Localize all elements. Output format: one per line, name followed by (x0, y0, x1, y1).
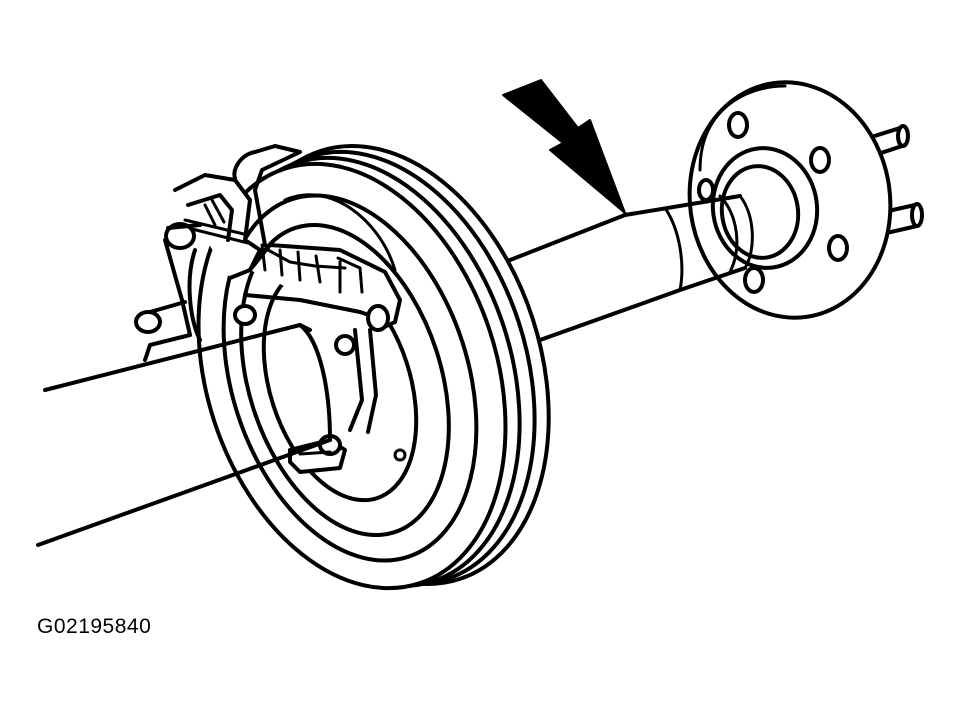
pointer-arrow (502, 79, 626, 214)
hub-flange (687, 80, 924, 320)
axle-housing-tube (36, 323, 332, 547)
figure-id-label: G02195840 (37, 615, 152, 638)
backing-plate-assembly (134, 144, 402, 474)
axle-shaft (503, 194, 754, 342)
